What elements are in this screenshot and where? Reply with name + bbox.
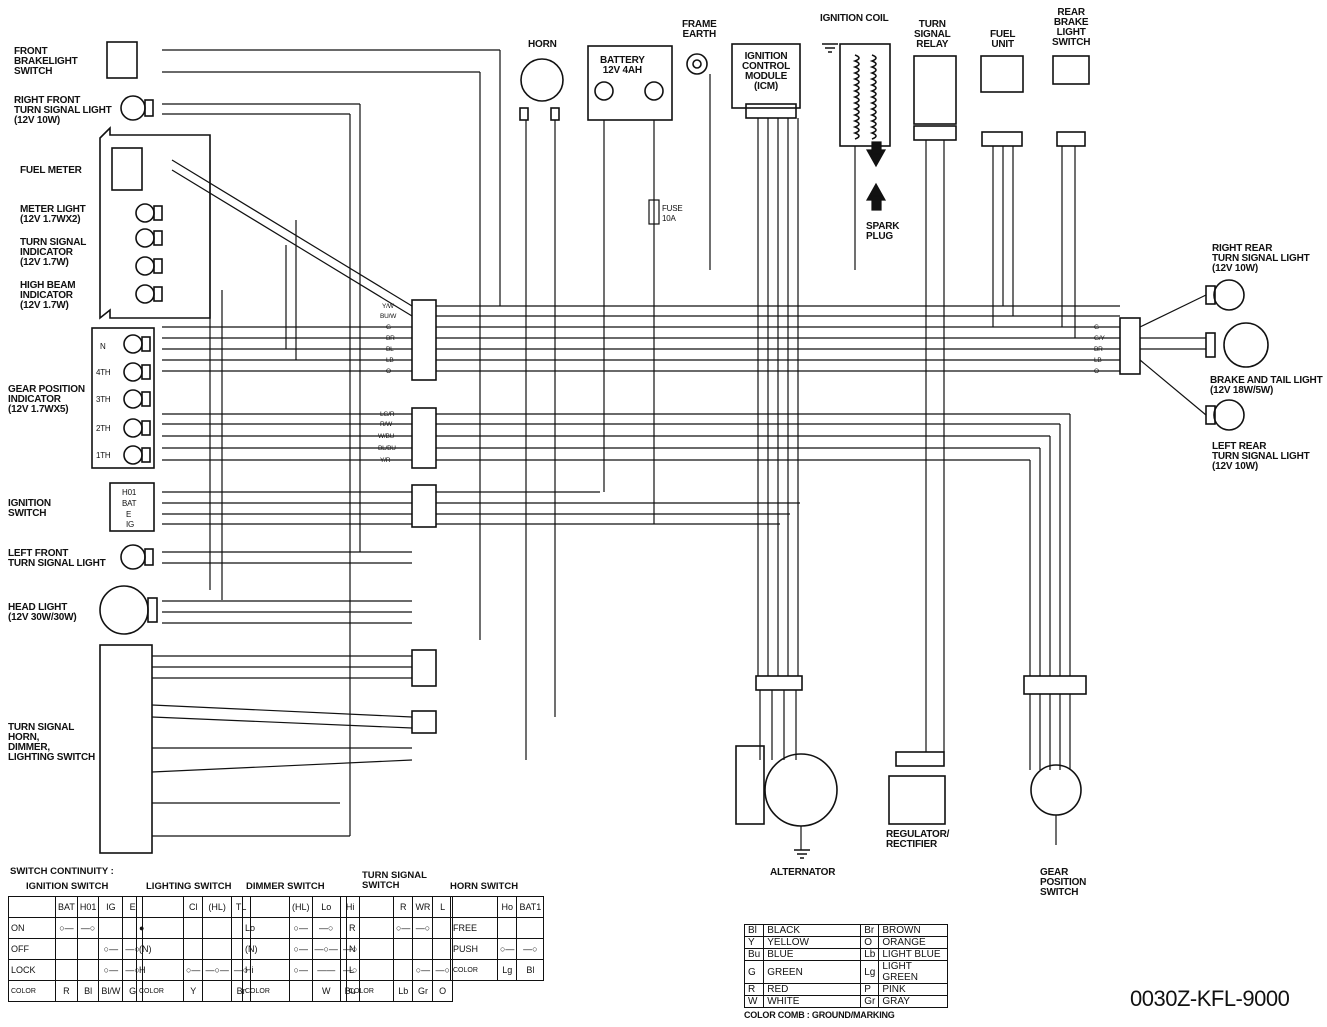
ign-terminal-ig: IG	[126, 520, 135, 529]
ignition-switch-table-title: IGNITION SWITCH	[26, 881, 109, 892]
col-header: IG	[98, 896, 124, 918]
harness-left-to-center	[151, 49, 500, 837]
color-row-label: COLOR	[8, 980, 56, 1002]
wire-label: G	[1094, 324, 1099, 331]
meter-bulbs	[135, 203, 163, 304]
wire-label: Lg/R	[380, 411, 395, 418]
wire-label: G	[386, 324, 391, 331]
frame-earth-label: FRAME EARTH	[682, 19, 717, 40]
wire-label: Y/W	[382, 303, 394, 310]
row-header: ON	[8, 917, 56, 939]
left-rear-turn-label: LEFT REAR TURN SIGNAL LIGHT (12V 10W)	[1212, 441, 1310, 472]
spark-plug-label: SPARK PLUG	[866, 221, 900, 242]
rear-brake-switch-label: REAR BRAKE LIGHT SWITCH	[1052, 7, 1091, 48]
gear-label-2th: 2TH	[96, 424, 111, 433]
turn-signal-switch-table-title: TURN SIGNAL SWITCH	[362, 870, 427, 891]
horn-switch-table: Ho BAT1 FREE PUSH○——○ COLOR Lg Bl	[450, 896, 545, 981]
wire-label: R/W	[380, 421, 393, 428]
col-header: H01	[76, 896, 100, 918]
horn-label: HORN	[528, 39, 557, 50]
icm-label: IGNITION CONTROL MODULE (ICM)	[742, 51, 791, 92]
right-front-turn-label: RIGHT FRONT TURN SIGNAL LIGHT (12V 10W)	[14, 95, 112, 126]
regulator-label: REGULATOR/ RECTIFIER	[886, 829, 950, 850]
wire-label: O	[386, 368, 391, 375]
ign-terminal-h01: H01	[122, 488, 137, 497]
dimmer-switch-table: (HL) Lo Hi Lo○——○ (N)○——○——○ Hi○————○ CO…	[242, 896, 361, 1002]
gear-position-switch-label: GEAR POSITION SWITCH	[1040, 867, 1087, 898]
wire-label: Bl	[386, 346, 394, 353]
right-rear-turn-label: RIGHT REAR TURN SIGNAL LIGHT (12V 10W)	[1212, 243, 1310, 274]
lighting-switch-table-title: LIGHTING SWITCH	[146, 881, 232, 892]
harness-vertical-runs	[209, 50, 1076, 850]
head-light-label: HEAD LIGHT (12V 30W/30W)	[8, 602, 77, 623]
part-number: 0030Z-KFL-9000	[1130, 986, 1290, 1011]
wire-label: Lb	[1094, 357, 1102, 364]
wire-label: Lb	[386, 357, 394, 364]
wire-label: Br	[1094, 346, 1103, 353]
alternator-label: ALTERNATOR	[770, 867, 836, 878]
col-header: BAT	[55, 896, 78, 918]
ign-terminal-bat: BAT	[122, 499, 137, 508]
left-front-turn-label: LEFT FRONT TURN SIGNAL LIGHT	[8, 548, 106, 569]
meter-light-label: METER LIGHT (12V 1.7Wx2)	[20, 204, 86, 225]
wire-label: Bl/Bu	[378, 445, 396, 452]
fuel-meter-label: FUEL METER	[20, 165, 82, 176]
wire-label: Y/R	[380, 457, 391, 464]
gear-label-n: N	[100, 342, 106, 351]
handlebar-switch-label: TURN SIGNAL HORN, DIMMER, LIGHTING SWITC…	[8, 722, 95, 763]
turn-signal-relay-label: TURN SIGNAL RELAY	[914, 19, 951, 50]
switch-continuity-title: SWITCH CONTINUITY :	[10, 866, 114, 877]
battery-label: BATTERY 12V 4AH	[600, 55, 645, 76]
row-header: OFF	[8, 938, 56, 960]
ign-terminal-e: E	[126, 510, 132, 519]
wire-label: Bu/W	[380, 313, 397, 320]
turn-signal-indicator-label: TURN SIGNAL INDICATOR (12V 1.7W)	[20, 237, 87, 268]
high-beam-indicator-label: HIGH BEAM INDICATOR (12V 1.7W)	[20, 280, 76, 311]
gear-position-indicator-label: GEAR POSITION INDICATOR (12V 1.7Wx5)	[8, 384, 85, 415]
wire-label: O	[1094, 368, 1099, 375]
ignition-switch-label: IGNITION SWITCH	[8, 498, 51, 519]
fuel-unit-label: FUEL UNIT	[990, 29, 1016, 50]
dimmer-switch-table-title: DIMMER SWITCH	[246, 881, 325, 892]
wire-label: G/Y	[1094, 335, 1105, 342]
wire-label: Br	[386, 335, 395, 342]
front-brakelight-switch-label: FRONT BRAKELIGHT SWITCH	[14, 46, 78, 77]
turn-signal-switch-table: R WR L R○——○ N L○——○ COLOR Lb Gr O	[346, 896, 453, 1002]
lighting-switch-table: Cl (HL) TL ● (N) H○——○——○ COLOR Y Br	[136, 896, 252, 1002]
gear-label-1th: 1TH	[96, 451, 111, 460]
harness-center-to-rear	[436, 294, 1207, 525]
ignition-switch-table: BAT H01 IG E ON ○——○ OFF ○——○ LOCK ○——○ …	[8, 896, 143, 1002]
fuse-label: FUSE 10A	[662, 204, 683, 223]
row-header: LOCK	[8, 959, 56, 981]
gear-label-3th: 3TH	[96, 395, 111, 404]
gear-label-4th: 4TH	[96, 368, 111, 377]
ignition-coil-label: IGNITION COIL	[820, 13, 889, 24]
brake-tail-label: BRAKE AND TAIL LIGHT (12V 18W/5W)	[1210, 375, 1323, 396]
color-comb-note: COLOR COMB : GROUND/MARKING	[744, 1010, 895, 1020]
wire-label: W/Bu	[378, 433, 395, 440]
horn-switch-table-title: HORN SWITCH	[450, 881, 519, 892]
